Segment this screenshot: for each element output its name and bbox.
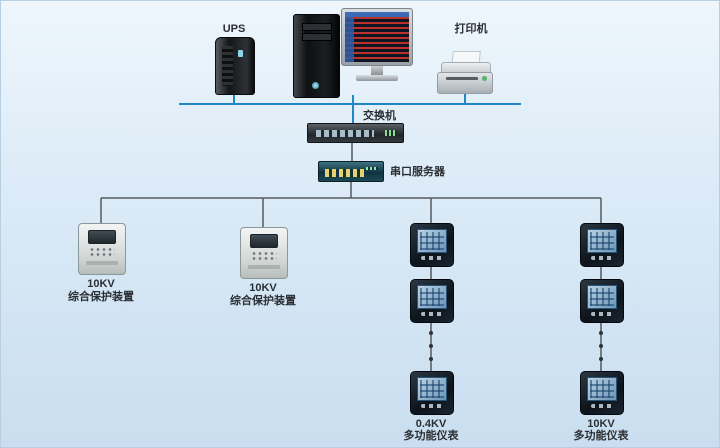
meter-buttons	[591, 256, 613, 260]
monitor-screen	[345, 12, 409, 62]
protection-lcd	[250, 234, 278, 248]
meter-buttons	[421, 404, 443, 408]
ellipsis-dot	[599, 331, 603, 335]
meter-screen	[587, 229, 617, 253]
protection-device-1-voltage-label: 10KV	[87, 278, 115, 290]
meter-screen	[417, 285, 447, 309]
power-meter	[410, 223, 454, 267]
ellipsis-dot	[429, 331, 433, 335]
meter-buttons	[591, 404, 613, 408]
power-meter	[410, 371, 454, 415]
printer-output-slot	[446, 77, 478, 80]
protection-device-1-name-label: 综合保护装置	[68, 291, 134, 303]
meter-buttons	[591, 312, 613, 316]
switch-label: 交换机	[363, 110, 396, 122]
power-meter	[580, 223, 624, 267]
switch-leds	[385, 130, 397, 136]
protection-keypad	[251, 251, 277, 262]
meter-screen	[587, 377, 617, 401]
protection-keypad	[89, 247, 115, 258]
ellipsis-dot	[429, 357, 433, 361]
meter-column-2-name-label: 多功能仪表	[573, 430, 629, 442]
ups-device	[215, 37, 255, 95]
protection-lcd	[88, 230, 116, 244]
printer-power-led	[482, 76, 487, 81]
ups-label: UPS	[222, 23, 246, 35]
serial-server-leds	[366, 167, 378, 170]
computer-tower	[293, 14, 340, 98]
meter-column-1-name-label: 多功能仪表	[403, 430, 459, 442]
serial-server-label: 串口服务器	[390, 166, 445, 178]
switch-device	[307, 123, 404, 143]
serial-server-ports	[325, 169, 365, 177]
power-meter	[580, 371, 624, 415]
meter-screen	[587, 285, 617, 309]
power-meter	[580, 279, 624, 323]
meter-column-1-voltage-label: 0.4KV	[415, 418, 447, 430]
ellipsis-dot	[429, 344, 433, 348]
serial-server-device	[318, 161, 384, 182]
printer-device	[437, 51, 493, 94]
meter-column-2-voltage-label: 10KV	[587, 418, 615, 430]
meter-buttons	[421, 312, 443, 316]
drive-bay	[302, 33, 332, 41]
drive-bay	[302, 23, 332, 31]
power-button-icon	[312, 82, 319, 89]
switch-ports	[316, 130, 374, 137]
ellipsis-dot	[599, 344, 603, 348]
meter-screen	[417, 229, 447, 253]
ups-vent-panel	[222, 46, 233, 86]
protection-device-2-voltage-label: 10KV	[249, 282, 277, 294]
protection-device-2-name-label: 综合保护装置	[230, 295, 296, 307]
meter-screen	[417, 377, 447, 401]
ups-status-led	[238, 50, 243, 57]
protection-device-2	[240, 227, 288, 279]
ellipsis-dot	[599, 357, 603, 361]
monitor-stand	[371, 66, 383, 75]
protection-device-1	[78, 223, 126, 275]
power-meter	[410, 279, 454, 323]
printer-label: 打印机	[454, 23, 488, 35]
monitor-base	[356, 75, 398, 81]
protection-terminal-strip	[248, 265, 280, 269]
monitor-bezel	[341, 8, 413, 66]
computer-monitor	[341, 8, 413, 81]
meter-buttons	[421, 256, 443, 260]
protection-terminal-strip	[86, 261, 118, 265]
